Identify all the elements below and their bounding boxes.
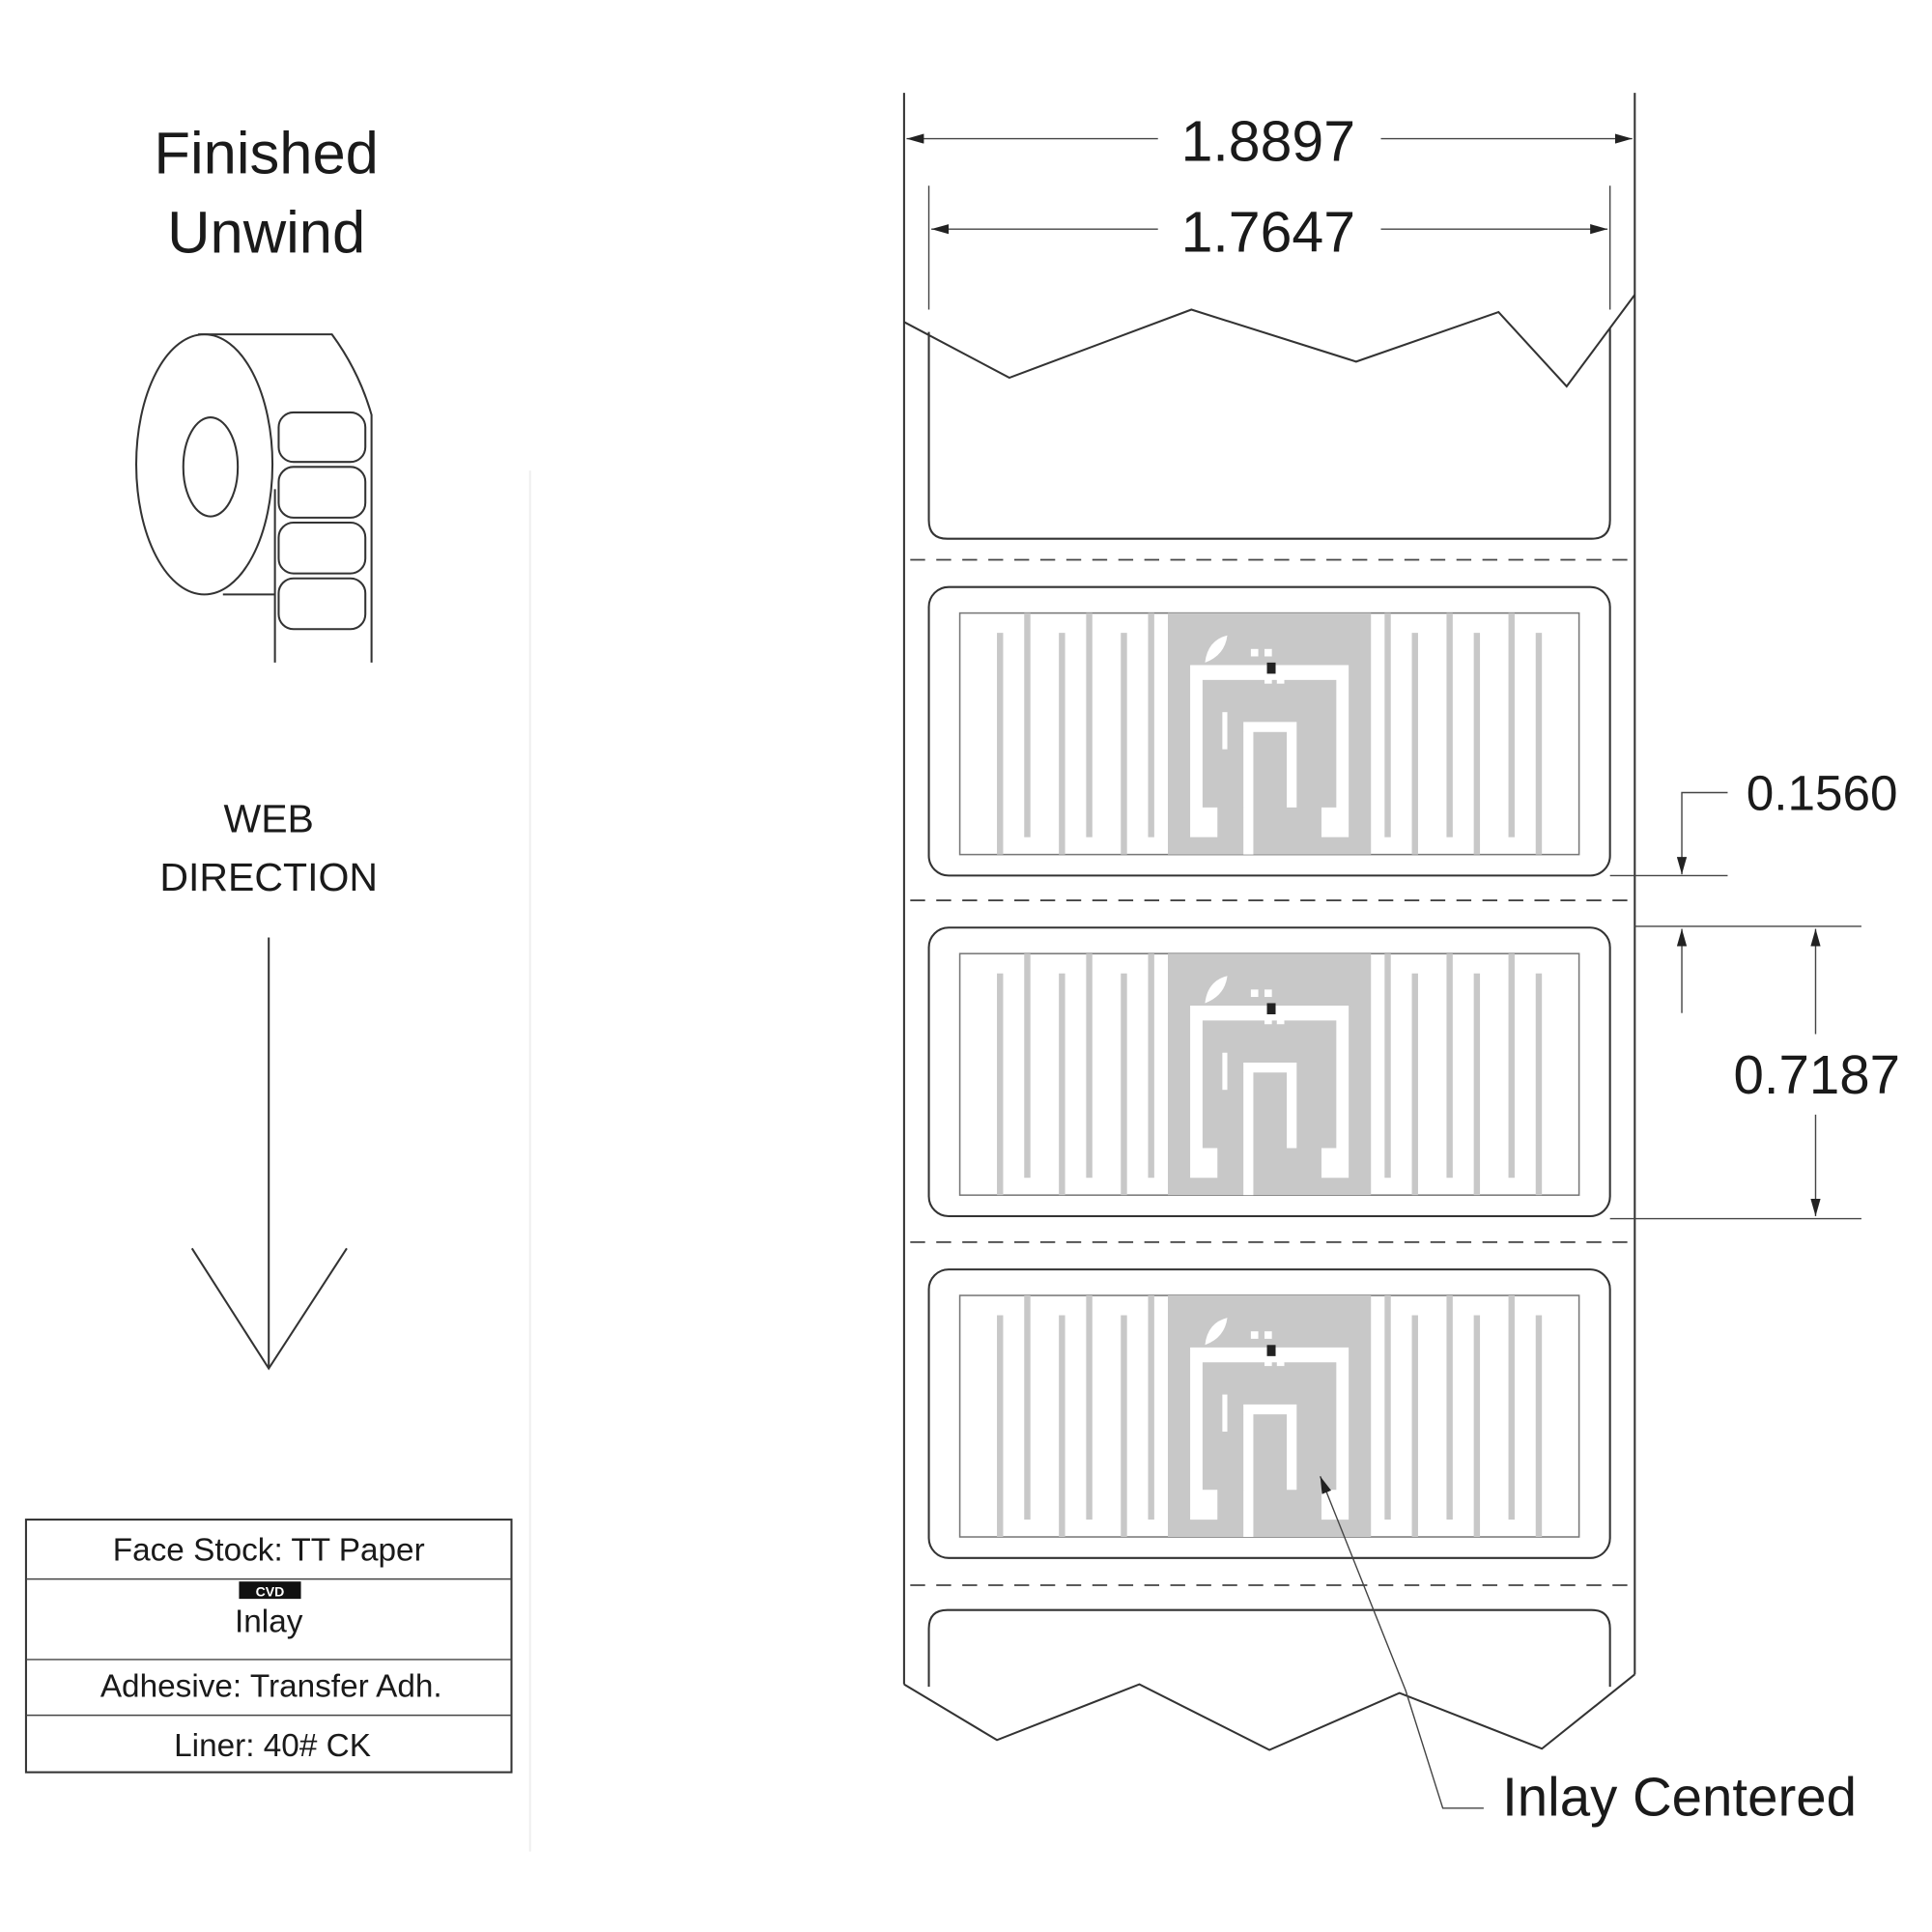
liner-row: Liner: 40# CK [174, 1728, 371, 1764]
gap-value: 0.1560 [1747, 765, 1898, 820]
web-direction-line2: DIRECTION [159, 855, 378, 899]
label-web [902, 93, 1636, 1751]
rfid-inlay [958, 1294, 1580, 1538]
construction-table: Face Stock: TT Paper CVD Inlay Adhesive:… [24, 1519, 513, 1774]
face-stock-row: Face Stock: TT Paper [113, 1532, 425, 1568]
rfid-chip [1266, 1003, 1276, 1014]
label-height-dimension: 0.7187 [1734, 928, 1901, 1216]
unwind-title-line1: Finished [154, 120, 379, 186]
gap-dimension: 0.1560 [1609, 765, 1898, 1220]
adhesive-row: Adhesive: Transfer Adh. [100, 1668, 442, 1704]
rfid-label [927, 926, 1611, 1218]
label-width-value: 1.7647 [1181, 201, 1355, 264]
label-width-dimension: 1.7647 [931, 201, 1608, 264]
inlay-badge-text: CVD [256, 1584, 285, 1600]
rfid-chip [1266, 662, 1276, 674]
rfid-label [927, 585, 1611, 877]
rfid-inlay [958, 952, 1580, 1196]
inlay-badge [239, 1581, 301, 1600]
label-roll-icon [135, 333, 373, 663]
rfid-label [927, 1268, 1611, 1559]
web-direction-line1: WEB [223, 797, 313, 841]
rfid-chip [1266, 1345, 1276, 1356]
rfid-inlay [958, 611, 1580, 856]
inlay-row: Inlay [235, 1605, 303, 1640]
inlay-centered-callout: Inlay Centered [1320, 1475, 1857, 1827]
web-direction-arrow-icon [190, 937, 348, 1371]
label-height-value: 0.7187 [1734, 1044, 1901, 1105]
unwind-title-line2: Unwind [167, 200, 365, 267]
overall-width-value: 1.8897 [1181, 111, 1355, 174]
inlay-centered-text: Inlay Centered [1502, 1766, 1857, 1827]
overall-width-dimension: 1.8897 [906, 111, 1633, 174]
